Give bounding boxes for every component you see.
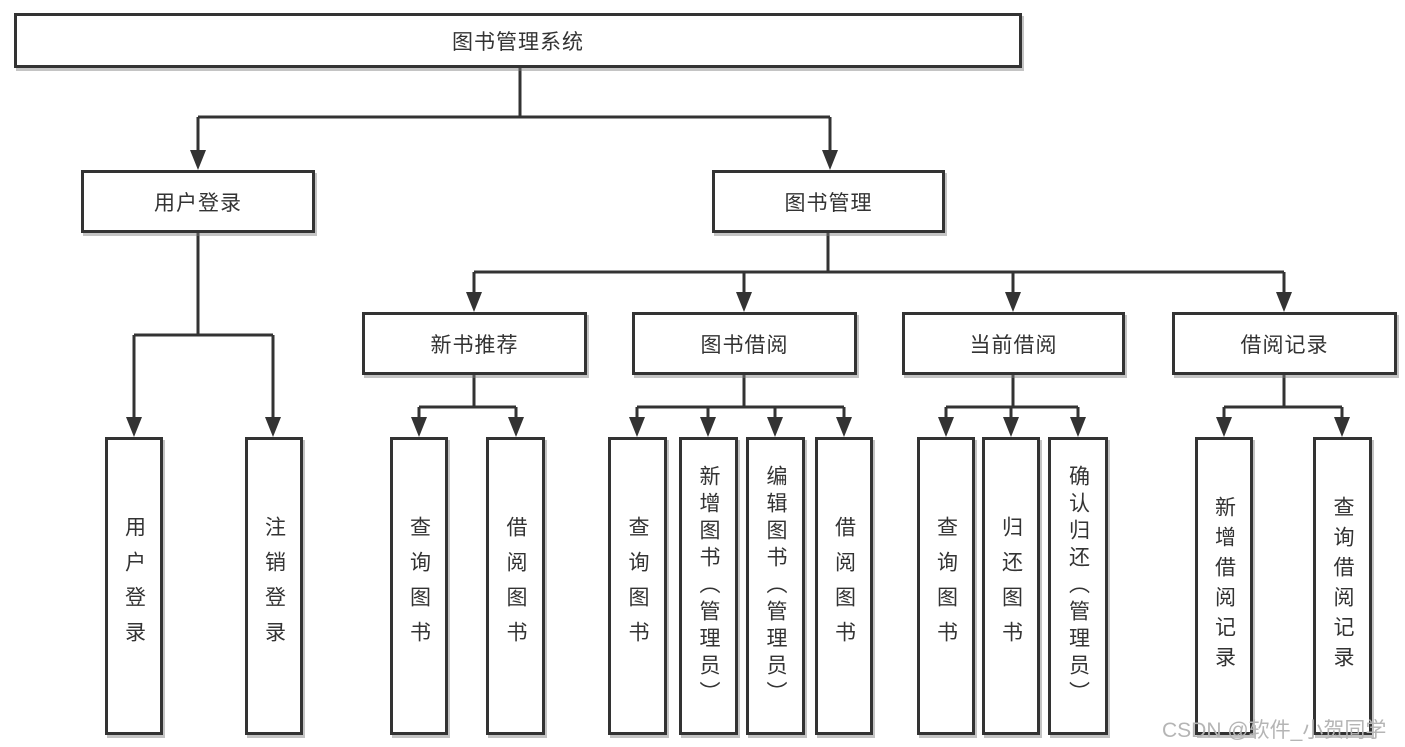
leaf-query-borrow-record: 查询借阅记录 (1313, 437, 1372, 735)
connector-paths (132, 68, 1344, 420)
leaf-user-login: 用户登录 (105, 437, 163, 735)
arrowhead-icons (126, 150, 1350, 437)
leaf-query-books-3: 查询图书 (917, 437, 975, 735)
node-current-borrow: 当前借阅 (902, 312, 1125, 375)
leaf-return-books: 归还图书 (982, 437, 1040, 735)
leaf-label: 确认归还（管理员） (1066, 464, 1090, 708)
leaf-label: 编辑图书（管理员） (764, 464, 787, 708)
leaf-label: 新增借阅记录 (1212, 496, 1236, 676)
node-label: 当前借阅 (969, 333, 1058, 357)
node-user-login-module: 用户登录 (81, 170, 315, 233)
leaf-query-books-2: 查询图书 (608, 437, 667, 735)
node-root-label: 图书管理系统 (452, 30, 584, 54)
node-label: 用户登录 (154, 191, 242, 215)
node-root: 图书管理系统 (14, 13, 1022, 68)
node-label: 新书推荐 (430, 333, 519, 357)
leaf-logout: 注销登录 (245, 437, 303, 735)
leaf-label: 用户登录 (122, 516, 146, 656)
leaf-label: 查询图书 (407, 516, 431, 656)
node-book-management-module: 图书管理 (712, 170, 945, 233)
leaf-query-books-1: 查询图书 (390, 437, 448, 735)
leaf-label: 新增图书（管理员） (697, 464, 720, 708)
leaf-label: 查询图书 (626, 516, 649, 656)
leaf-confirm-return-admin: 确认归还（管理员） (1048, 437, 1108, 735)
leaf-borrow-books-2: 借阅图书 (815, 437, 873, 735)
leaf-label: 注销登录 (262, 516, 286, 656)
node-label: 借阅记录 (1240, 333, 1329, 357)
node-label: 图书借阅 (700, 333, 789, 357)
leaf-borrow-books-1: 借阅图书 (486, 437, 545, 735)
leaf-label: 归还图书 (999, 516, 1023, 656)
node-book-borrow: 图书借阅 (632, 312, 857, 375)
leaf-label: 查询借阅记录 (1331, 496, 1354, 676)
leaf-label: 查询图书 (934, 516, 958, 656)
leaf-edit-book-admin: 编辑图书（管理员） (746, 437, 805, 735)
node-label: 图书管理 (784, 191, 873, 215)
leaf-add-borrow-record: 新增借阅记录 (1195, 437, 1253, 735)
leaf-label: 借阅图书 (504, 516, 527, 656)
node-borrow-records: 借阅记录 (1172, 312, 1397, 375)
node-new-book-recommend: 新书推荐 (362, 312, 587, 375)
leaf-label: 借阅图书 (832, 516, 856, 656)
leaf-add-book-admin: 新增图书（管理员） (679, 437, 738, 735)
